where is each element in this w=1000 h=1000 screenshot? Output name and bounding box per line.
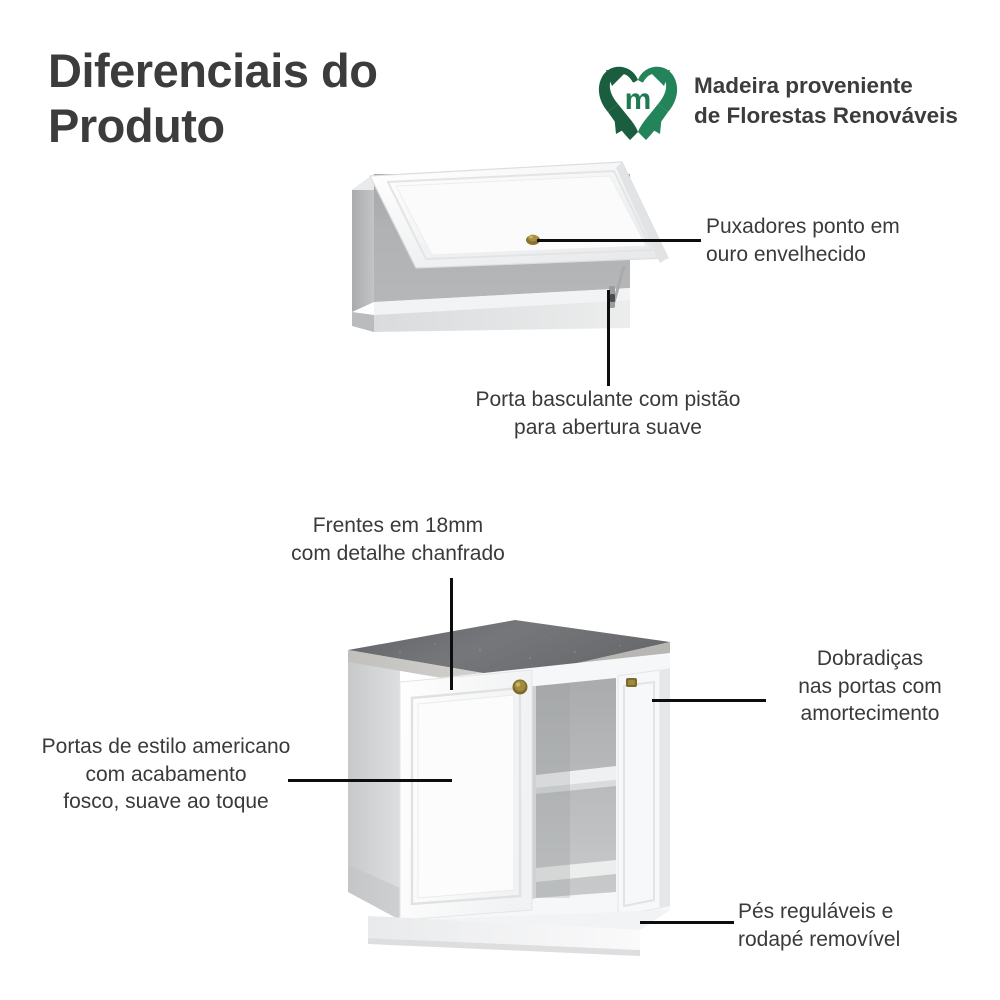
leader-line-fronts: [450, 578, 453, 690]
sustainable-wood-badge: m Madeira proveniente de Florestas Renov…: [596, 58, 958, 144]
page-title: Diferenciais do Produto: [48, 44, 528, 154]
leader-line-handles: [537, 239, 701, 242]
leader-line-hinges: [652, 699, 766, 702]
sustainable-wood-badge-text: Madeira proveniente de Florestas Renováv…: [694, 71, 958, 130]
leader-line-feet: [640, 921, 734, 924]
badge-line2: de Florestas Renováveis: [694, 103, 958, 128]
recycling-heart-m-logo-icon: m: [596, 58, 680, 144]
leader-line-doors: [288, 779, 452, 782]
wall-cabinet-illustration: [330, 160, 710, 355]
leader-line-tilt-door: [607, 290, 610, 386]
annotation-hinges: Dobradiças nas portas com amortecimento: [798, 647, 942, 726]
base-cabinet-illustration: [340, 620, 685, 960]
annotation-doors: Portas de estilo americano com acabament…: [41, 735, 291, 814]
page-title-line2: Produto: [48, 98, 225, 152]
door-knob-right: [626, 678, 637, 687]
door-knob-top: [526, 234, 540, 245]
badge-line1: Madeira proveniente: [694, 73, 913, 99]
annotation-fronts: Frentes em 18mm com detalhe chanfrado: [291, 514, 505, 565]
door-knob-left: [512, 679, 528, 695]
svg-text:m: m: [625, 83, 652, 116]
annotation-tilt-door: Porta basculante com pistão para abertur…: [475, 388, 741, 439]
annotation-feet: Pés reguláveis e rodapé removível: [738, 900, 901, 951]
annotation-handles: Puxadores ponto em ouro envelhecido: [706, 215, 900, 266]
page-title-line1: Diferenciais do: [48, 44, 378, 97]
